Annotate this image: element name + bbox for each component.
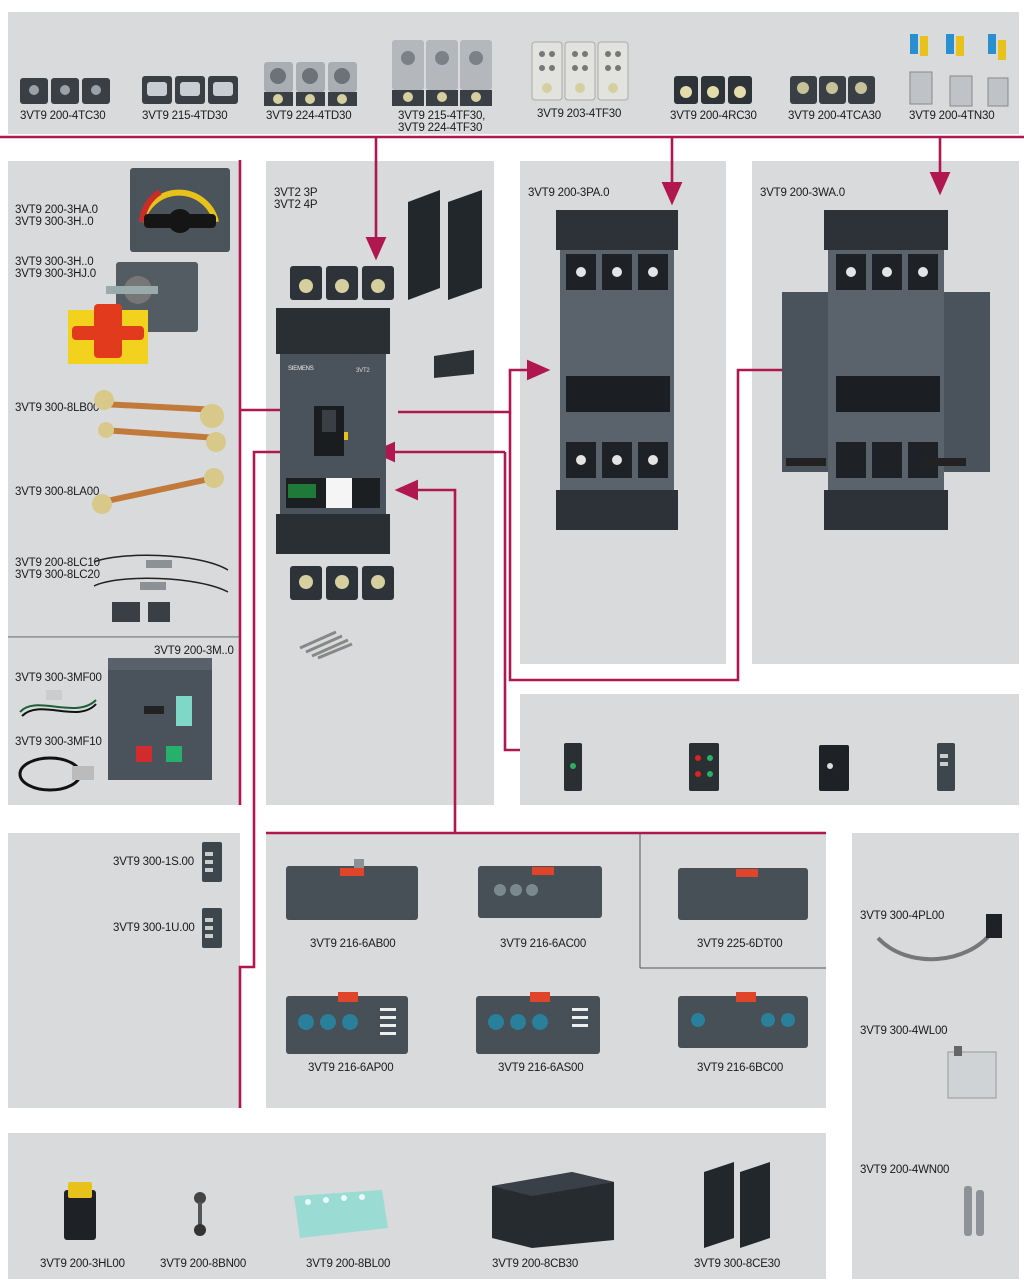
rotary-handle-red[interactable] — [66, 260, 200, 366]
motor-operator[interactable] — [106, 656, 216, 782]
label-6as00: 3VT9 216-6AS00 — [498, 1062, 584, 1074]
rotary-handle-door[interactable] — [128, 166, 232, 254]
terminal-4rc30 — [672, 72, 754, 106]
lock-bar-8lb00 — [88, 386, 232, 458]
label-8lb00: 3VT9 300-8LB00 — [15, 402, 100, 414]
label-1s00: 3VT9 300-1S.00 — [113, 856, 194, 868]
phase-barrier — [402, 180, 488, 304]
terminal-4td30-224 — [262, 58, 358, 108]
trip-unit-6as00 — [474, 990, 602, 1056]
trip-unit-6dt00 — [676, 862, 810, 922]
aux-module-2 — [688, 742, 720, 792]
circuit-breaker[interactable] — [274, 306, 392, 556]
label-4tca30: 3VT9 200-4TCA30 — [788, 110, 881, 122]
label-handle-a: 3VT9 200-3HA.0 3VT9 300-3H..0 — [15, 204, 98, 228]
label-8cb30: 3VT9 200-8CB30 — [492, 1258, 579, 1270]
aux-switch-panel — [8, 833, 240, 1108]
accessory-8bn00 — [186, 1186, 214, 1242]
label-4tn30: 3VT9 200-4TN30 — [909, 110, 995, 122]
terminal-4td30-215 — [140, 68, 240, 106]
label-4wl00: 3VT9 300-4WL00 — [860, 1025, 948, 1037]
breaker-brand: SIEMENS — [288, 366, 314, 372]
label-6bc00: 3VT9 216-6BC00 — [697, 1062, 784, 1074]
label-8bl00: 3VT9 200-8BL00 — [306, 1258, 391, 1270]
accessory-panel — [520, 694, 1019, 805]
label-8la00: 3VT9 300-8LA00 — [15, 486, 100, 498]
label-3mf00: 3VT9 300-3MF00 — [15, 672, 102, 684]
label-3hl00: 3VT9 200-3HL00 — [40, 1258, 125, 1270]
label-4rc30: 3VT9 200-4RC30 — [670, 110, 757, 122]
label-224-4td30: 3VT9 224-4TD30 — [266, 110, 352, 122]
breaker-top-terminals — [288, 262, 396, 302]
breaker-model: 3VT2 — [356, 368, 370, 374]
terminal-203-4tf30 — [530, 40, 630, 104]
label-6ac00: 3VT9 216-6AC00 — [500, 938, 587, 950]
trip-unit-6ab00 — [284, 858, 420, 922]
label-motor-operator: 3VT9 200-3M..0 — [154, 645, 234, 657]
label-4wn00: 3VT9 200-4WN00 — [860, 1164, 950, 1176]
connector-4wn00 — [956, 1182, 996, 1240]
trip-unit-6ap00 — [284, 990, 410, 1056]
label-breaker: 3VT2 3P 3VT2 4P — [274, 187, 318, 211]
label-4pl00: 3VT9 300-4PL00 — [860, 910, 945, 922]
trip-unit-6bc00 — [676, 990, 810, 1050]
aux-module-1 — [563, 742, 583, 792]
cover-8cb30 — [488, 1166, 618, 1250]
label-8bn00: 3VT9 200-8BN00 — [160, 1258, 247, 1270]
label-3mf10: 3VT9 300-3MF10 — [15, 736, 102, 748]
label-203-4tf30: 3VT9 203-4TF30 — [537, 108, 622, 120]
label-4tf30: 3VT9 215-4TF30, 3VT9 224-4TF30 — [398, 110, 486, 134]
label-4tc30: 3VT9 200-4TC30 — [20, 110, 106, 122]
terminal-4tca30 — [788, 72, 878, 106]
label-6ab00: 3VT9 216-6AB00 — [310, 938, 396, 950]
plug-in-base[interactable] — [552, 208, 682, 532]
bottom-panel — [8, 1133, 826, 1279]
trip-unit-6ac00 — [476, 858, 604, 920]
label-6ap00: 3VT9 216-6AP00 — [308, 1062, 394, 1074]
cover-clip — [430, 346, 480, 380]
label-6dt00: 3VT9 225-6DT00 — [697, 938, 783, 950]
label-215-4td30: 3VT9 215-4TD30 — [142, 110, 228, 122]
label-1u00: 3VT9 300-1U.00 — [113, 922, 195, 934]
label-8ce30: 3VT9 300-8CE30 — [694, 1258, 781, 1270]
label-plug-in: 3VT9 200-3PA.0 — [528, 187, 610, 199]
terminal-4tn30 — [906, 32, 1010, 108]
terminal-4tf30 — [390, 38, 494, 108]
barrier-8ce30 — [700, 1158, 774, 1250]
breaker-bottom-terminals — [288, 562, 396, 602]
mounting-screws — [296, 624, 356, 660]
cover-8bl00 — [292, 1188, 390, 1240]
lock-bar-8la00 — [88, 466, 232, 516]
handle-lock-3hl00 — [60, 1180, 100, 1244]
aux-switch-1u — [200, 906, 224, 950]
terminal-4tc30 — [18, 68, 114, 106]
motor-cable-b — [16, 748, 100, 794]
label-withdrawable: 3VT9 200-3WA.0 — [760, 187, 845, 199]
label-8lc: 3VT9 200-8LC10 3VT9 300-8LC20 — [15, 557, 100, 581]
label-handle-b: 3VT9 300-3H..0 3VT9 300-3HJ.0 — [15, 256, 96, 280]
withdrawable-base[interactable] — [776, 208, 996, 532]
aux-module-4 — [936, 742, 956, 792]
top-panel — [8, 12, 1019, 134]
aux-switch-1s — [200, 840, 224, 884]
cable-4pl00 — [868, 910, 1012, 970]
aux-module-3 — [818, 744, 850, 792]
motor-cable-a — [16, 684, 100, 724]
module-4wl00 — [944, 1044, 1000, 1102]
cable-lock — [88, 548, 232, 628]
